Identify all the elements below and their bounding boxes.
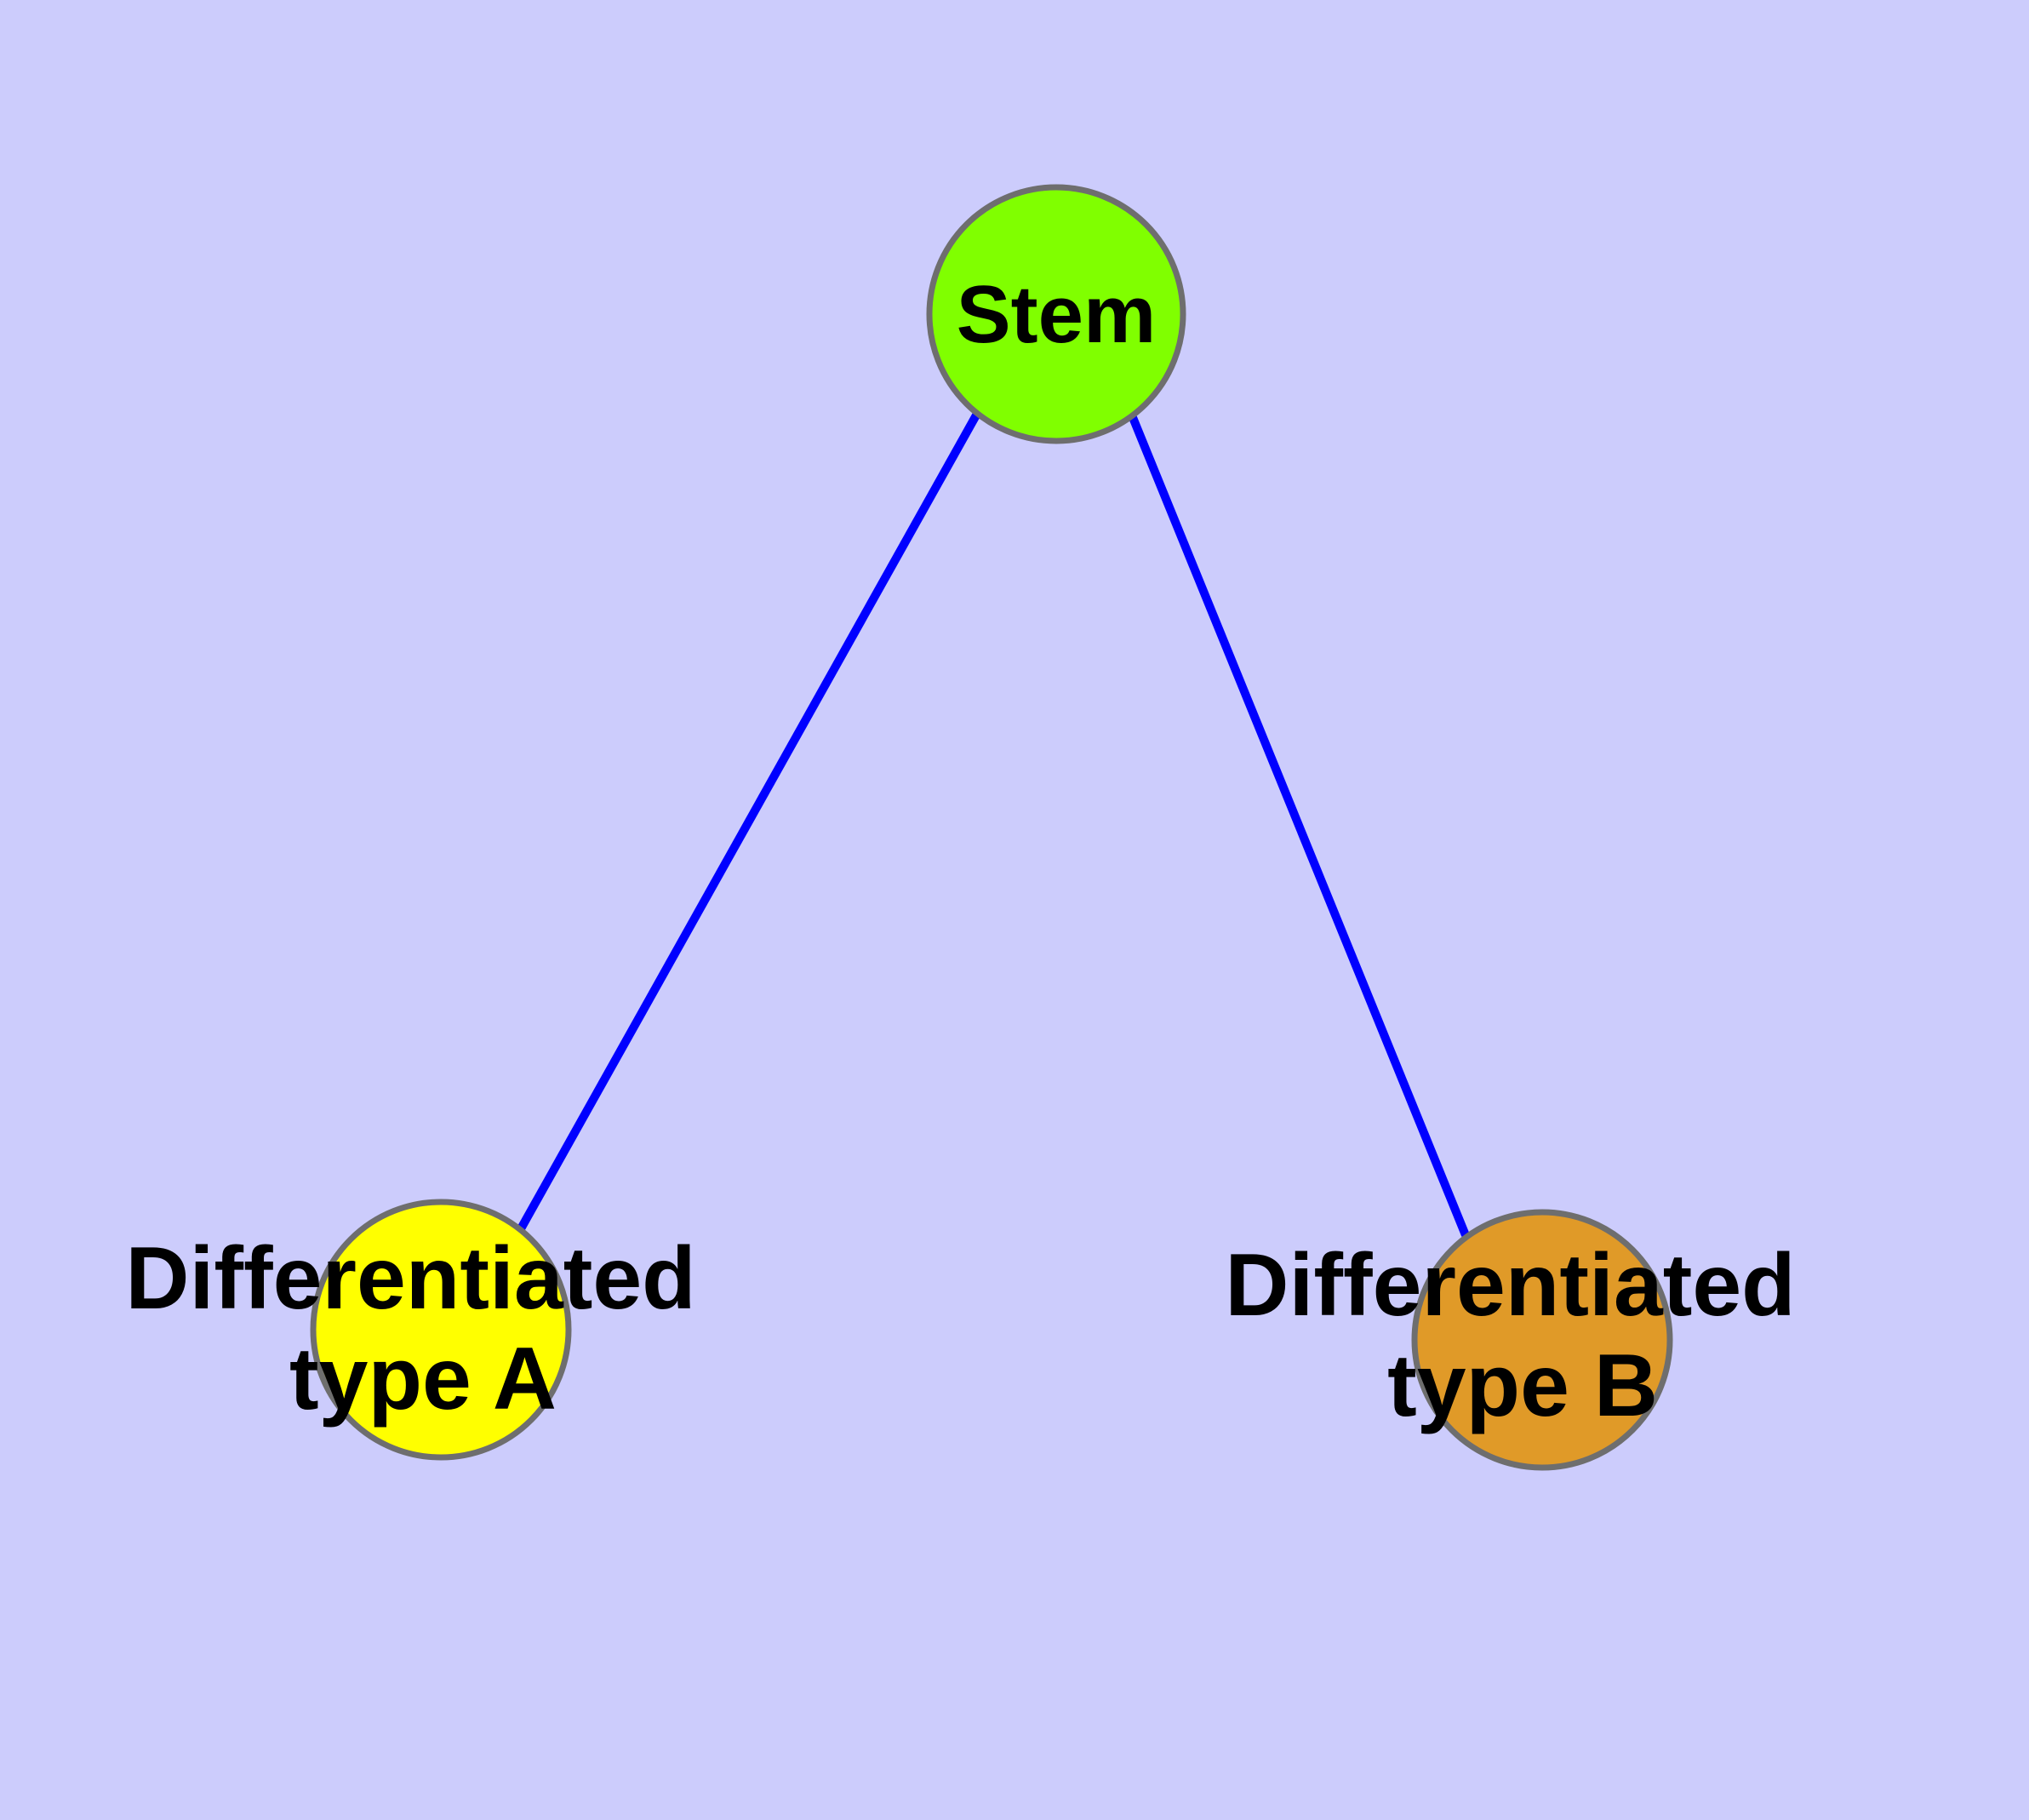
node-stem-label: Stem — [957, 269, 1157, 360]
node-diff-b-label: Differentiated type B — [1225, 1236, 1820, 1435]
edge-stem-to-diff-b[interactable] — [1128, 414, 1470, 1237]
nodes-layer: Stem Differentiated type A Differentiate… — [125, 184, 1820, 1471]
edges-layer — [515, 411, 1470, 1237]
edge-stem-to-diff-a[interactable] — [515, 411, 981, 1234]
node-diff-b-label-line-1: Differentiated — [1225, 1236, 1795, 1335]
node-diff-a-label-line-1: Differentiated — [125, 1229, 695, 1328]
node-diff-b-circle[interactable] — [1411, 1209, 1673, 1471]
node-diff-b[interactable]: Differentiated type B — [1225, 1209, 1820, 1471]
node-stem-label-line-1: Stem — [957, 269, 1157, 360]
node-diff-a[interactable]: Differentiated type A — [125, 1199, 720, 1461]
node-diff-b-label-line-2: type B — [1387, 1336, 1658, 1435]
node-diff-a-label-line-2: type A — [289, 1330, 557, 1428]
node-diff-a-circle[interactable] — [310, 1199, 572, 1461]
node-stem[interactable]: Stem — [926, 184, 1186, 444]
node-diff-a-label: Differentiated type A — [125, 1229, 720, 1428]
node-stem-circle[interactable] — [926, 184, 1186, 444]
